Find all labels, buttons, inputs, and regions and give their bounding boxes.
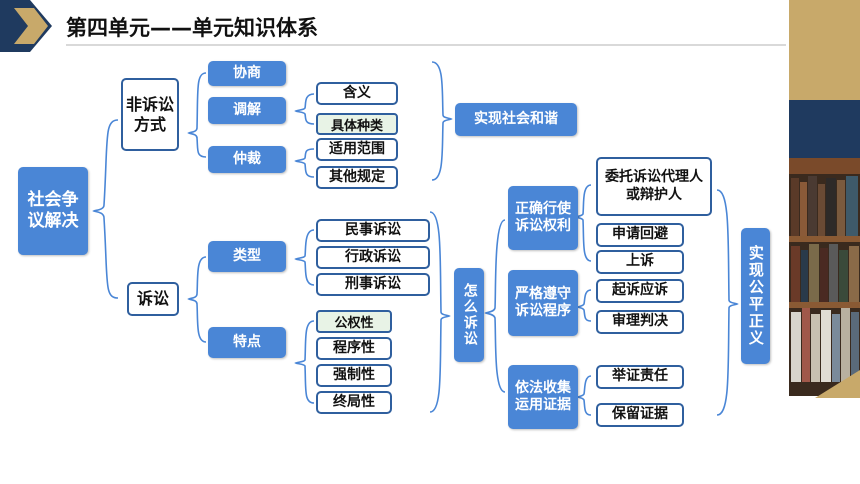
feature-final-label: 终局性 <box>333 393 375 410</box>
type-administrative: 行政诉讼 <box>316 246 430 269</box>
evidence-preserve: 保留证据 <box>596 403 684 427</box>
arbitration-other-label: 其他规定 <box>329 168 385 185</box>
types-node: 类型 <box>208 241 286 272</box>
rights-label: 正确行使诉讼权利 <box>515 200 571 235</box>
method-negotiation: 协商 <box>208 61 286 86</box>
mediation-meaning-label: 含义 <box>343 84 371 101</box>
feature-public-power: 公权性 <box>316 310 392 333</box>
rights-agent-label: 委托诉讼代理人或辩护人 <box>605 169 703 203</box>
arbitration-scope-label: 适用范围 <box>329 140 385 157</box>
header-divider <box>66 44 786 46</box>
feature-procedural: 程序性 <box>316 337 392 360</box>
evidence-burden: 举证责任 <box>596 365 684 389</box>
procedure-node: 严格遵守诉讼程序 <box>508 270 578 336</box>
justice-goal: 实现公平正义 <box>741 228 770 364</box>
types-label: 类型 <box>233 247 261 264</box>
gold-panel <box>789 0 860 100</box>
justice-goal-label: 实现公平正义 <box>746 245 765 347</box>
non-litigation-label: 非诉讼方式 <box>126 94 175 134</box>
how-to-litigate-node: 怎么诉讼 <box>454 268 484 362</box>
rights-agent: 委托诉讼代理人或辩护人 <box>596 157 712 216</box>
page-title: 第四单元——单元知识体系 <box>66 16 318 40</box>
mediation-kinds: 具体种类 <box>316 113 398 135</box>
mediation-meaning: 含义 <box>316 82 398 105</box>
features-node: 特点 <box>208 327 286 358</box>
features-label: 特点 <box>233 333 261 350</box>
rights-recusal: 申请回避 <box>596 223 684 247</box>
type-civil: 民事诉讼 <box>316 219 430 242</box>
arbitration-other: 其他规定 <box>316 166 398 189</box>
litigation-label: 诉讼 <box>136 289 169 308</box>
header-chevron-icon <box>0 0 52 52</box>
harmony-goal: 实现社会和谐 <box>455 103 577 136</box>
procedure-label: 严格遵守诉讼程序 <box>515 285 571 320</box>
bookshelf-image <box>789 158 860 396</box>
litigation-node: 诉讼 <box>127 282 179 316</box>
procedure-trial: 审理判决 <box>596 310 684 334</box>
rights-appeal-label: 上诉 <box>626 253 654 270</box>
harmony-goal-label: 实现社会和谐 <box>474 110 558 127</box>
method-negotiation-label: 协商 <box>233 64 261 81</box>
how-to-litigate-label: 怎么诉讼 <box>461 283 478 347</box>
arbitration-scope: 适用范围 <box>316 138 398 161</box>
non-litigation-node: 非诉讼方式 <box>121 78 179 151</box>
feature-final: 终局性 <box>316 391 392 414</box>
type-criminal-label: 刑事诉讼 <box>345 275 401 292</box>
procedure-trial-label: 审理判决 <box>612 313 668 330</box>
type-civil-label: 民事诉讼 <box>345 221 401 238</box>
feature-procedural-label: 程序性 <box>333 339 375 356</box>
type-criminal: 刑事诉讼 <box>316 273 430 296</box>
procedure-sue-label: 起诉应诉 <box>612 282 668 299</box>
rights-node: 正确行使诉讼权利 <box>508 186 578 250</box>
mediation-kinds-label: 具体种类 <box>330 118 383 134</box>
evidence-preserve-label: 保留证据 <box>612 406 668 423</box>
root-node: 社会争议解决 <box>18 167 88 255</box>
procedure-sue: 起诉应诉 <box>596 279 684 303</box>
gold-corner-icon <box>815 370 860 398</box>
navy-panel <box>789 100 860 158</box>
root-label: 社会争议解决 <box>27 189 79 231</box>
evidence-node: 依法收集运用证据 <box>508 365 578 429</box>
type-administrative-label: 行政诉讼 <box>345 248 401 265</box>
rights-recusal-label: 申请回避 <box>612 226 668 243</box>
evidence-label: 依法收集运用证据 <box>515 379 571 414</box>
method-mediation-label: 调解 <box>233 101 261 118</box>
feature-compulsory-label: 强制性 <box>333 366 375 383</box>
rights-appeal: 上诉 <box>596 250 684 274</box>
method-arbitration-label: 仲裁 <box>233 150 261 167</box>
feature-compulsory: 强制性 <box>316 364 392 387</box>
evidence-burden-label: 举证责任 <box>612 368 668 385</box>
method-mediation: 调解 <box>208 97 286 124</box>
method-arbitration: 仲裁 <box>208 146 286 173</box>
feature-public-power-label: 公权性 <box>334 316 374 331</box>
